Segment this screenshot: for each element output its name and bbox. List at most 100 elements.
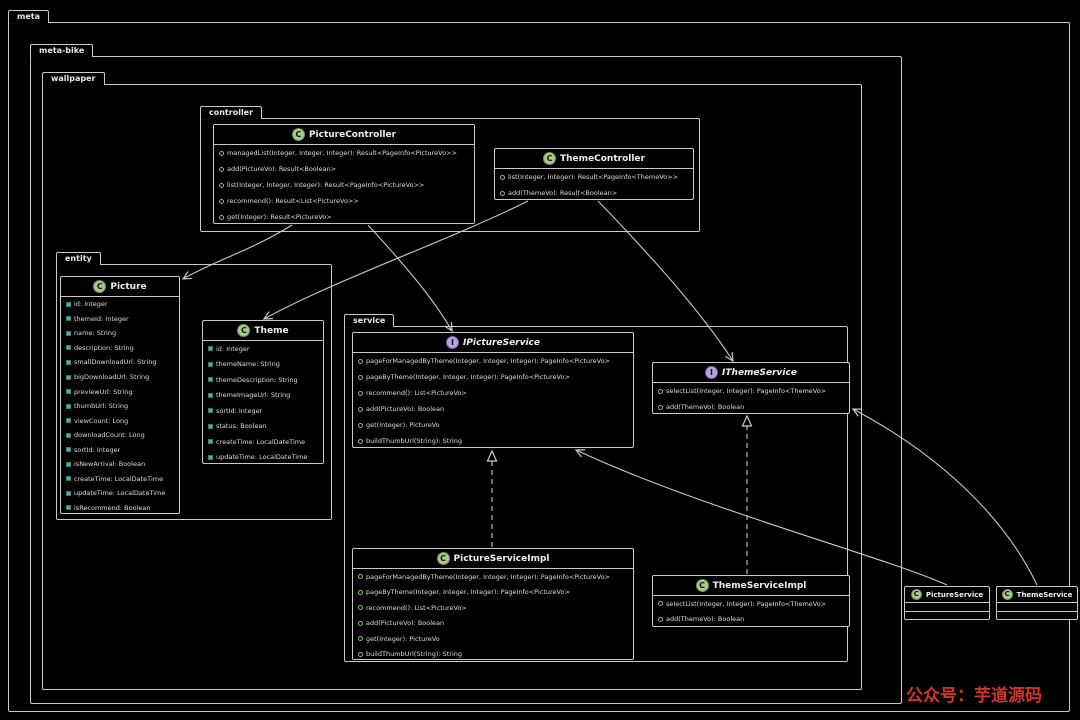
field-row: downloadCount: Long (61, 428, 179, 443)
member-text: pageForManagedByTheme(Integer, Integer, … (366, 357, 611, 365)
class-icon: C (93, 280, 107, 293)
method-row: add(PictureVo): Boolean (353, 616, 633, 632)
member-text: themeName: String (216, 360, 280, 369)
method-icon (500, 190, 505, 196)
method-row: add(ThemeVo): Boolean (653, 399, 849, 413)
member-text: themeImageUrl: String (216, 391, 291, 400)
method-icon (358, 605, 363, 611)
field-icon (66, 476, 71, 482)
method-icon (358, 620, 363, 626)
package-tab-controller: controller (200, 106, 263, 119)
field-icon (208, 423, 213, 429)
method-row: buildThumbUrl(String): String (353, 647, 633, 660)
method-icon (358, 358, 363, 364)
package-tab-wallpaper: wallpaper (42, 72, 105, 85)
class-members: id: Integer themeName: String themeDescrip… (203, 341, 323, 463)
method-row: selectList(Integer, Integer): PageInfo<T… (653, 383, 849, 399)
field-row: viewCount: Long (61, 413, 179, 428)
method-row: list(Integer, Integer): Result<PageInfo<… (495, 169, 693, 185)
method-row: add(ThemeVo): Result<Boolean> (495, 185, 693, 199)
member-text: themeId: Integer (74, 314, 129, 323)
field-row: updateTime: LocalDateTime (203, 450, 323, 464)
class-members: selectList(Integer, Integer): PageInfo<T… (653, 596, 849, 626)
package-tab-meta-bike: meta-bike (30, 44, 94, 57)
field-row: thumbUrl: String (61, 399, 179, 414)
member-text: bigDownloadUrl: String (74, 373, 150, 381)
member-text: recommend(): List<PictureVo> (366, 603, 467, 612)
member-text: buildThumbUrl(String): String (366, 437, 463, 445)
field-icon (66, 316, 71, 322)
method-row: selectList(Integer, Integer): PageInfo<T… (653, 596, 849, 612)
method-row: get(Integer): Result<PictureVo> (214, 209, 474, 223)
method-row: recommend(): List<PictureVo> (353, 600, 633, 616)
field-row: createTime: LocalDateTime (203, 434, 323, 450)
class-members: pageForManagedByTheme(Integer, Integer, … (353, 353, 633, 447)
method-icon (219, 198, 224, 204)
method-row: managedList(Integer, Integer, Integer): … (214, 145, 474, 161)
member-text: get(Integer): Result<PictureVo> (227, 213, 332, 221)
field-icon (66, 505, 71, 511)
member-text: add(PictureVo): Result<Boolean> (227, 165, 337, 173)
field-row: id: Integer (61, 297, 179, 312)
method-row: add(ThemeVo): Boolean (653, 612, 849, 627)
member-text: sortId: Integer (74, 445, 121, 454)
method-icon (358, 636, 363, 642)
class-name: ThemeServiceImpl (712, 580, 807, 591)
class-icon: C (695, 579, 709, 592)
interface-icon: I (445, 336, 459, 349)
method-row: get(Integer): PictureVo (353, 417, 633, 433)
class-icon: C (436, 552, 450, 565)
class-icon: C (910, 589, 922, 600)
method-row: pageForManagedByTheme(Integer, Integer, … (353, 353, 633, 369)
member-text: id: Integer (74, 300, 108, 309)
method-row: pageByTheme(Integer, Integer, Integer): … (353, 369, 633, 385)
member-text: name: String (74, 329, 117, 338)
method-icon (219, 182, 224, 188)
member-text: add(ThemeVo): Boolean (666, 615, 745, 624)
field-icon (66, 374, 71, 380)
class-name: Picture (110, 281, 147, 292)
class-members: list(Integer, Integer): Result<PageInfo<… (495, 169, 693, 199)
class-icon: C (291, 128, 305, 141)
package-meta-bike: meta-bike (30, 44, 902, 704)
member-text: id: Integer (216, 344, 250, 353)
method-icon (358, 390, 363, 396)
field-row: themeId: Integer (61, 312, 179, 327)
class-members: managedList(Integer, Integer, Integer): … (214, 145, 474, 223)
field-icon (66, 447, 71, 453)
class-name: PictureService (925, 590, 984, 599)
method-icon (219, 214, 224, 220)
method-icon (358, 422, 363, 428)
member-text: status: Boolean (216, 422, 267, 431)
member-text: isRecommend: Boolean (74, 503, 151, 512)
field-icon (208, 346, 213, 352)
member-text: isNewArrival: Boolean (74, 460, 146, 469)
member-text: smallDownloadUrl: String (74, 358, 157, 367)
member-text: list(Integer, Integer, Integer): Result<… (227, 181, 425, 189)
field-icon (208, 392, 213, 398)
field-icon (208, 377, 213, 383)
member-text: buildThumbUrl(String): String (366, 650, 463, 659)
method-icon (358, 574, 363, 580)
interface-icon: I (705, 366, 719, 379)
member-text: description: String (74, 343, 134, 352)
field-icon (66, 432, 71, 438)
member-text: pageByTheme(Integer, Integer, Integer): … (366, 373, 570, 381)
member-text: sortId: Integer (216, 406, 263, 415)
member-text: updateTime: LocalDateTime (74, 489, 166, 498)
method-row: recommend(): Result<List<PictureVo>> (214, 193, 474, 209)
method-row: pageByTheme(Integer, Integer, Integer): … (353, 585, 633, 601)
field-row: themeDescription: String (203, 372, 323, 388)
field-row: isNewArrival: Boolean (61, 457, 179, 472)
